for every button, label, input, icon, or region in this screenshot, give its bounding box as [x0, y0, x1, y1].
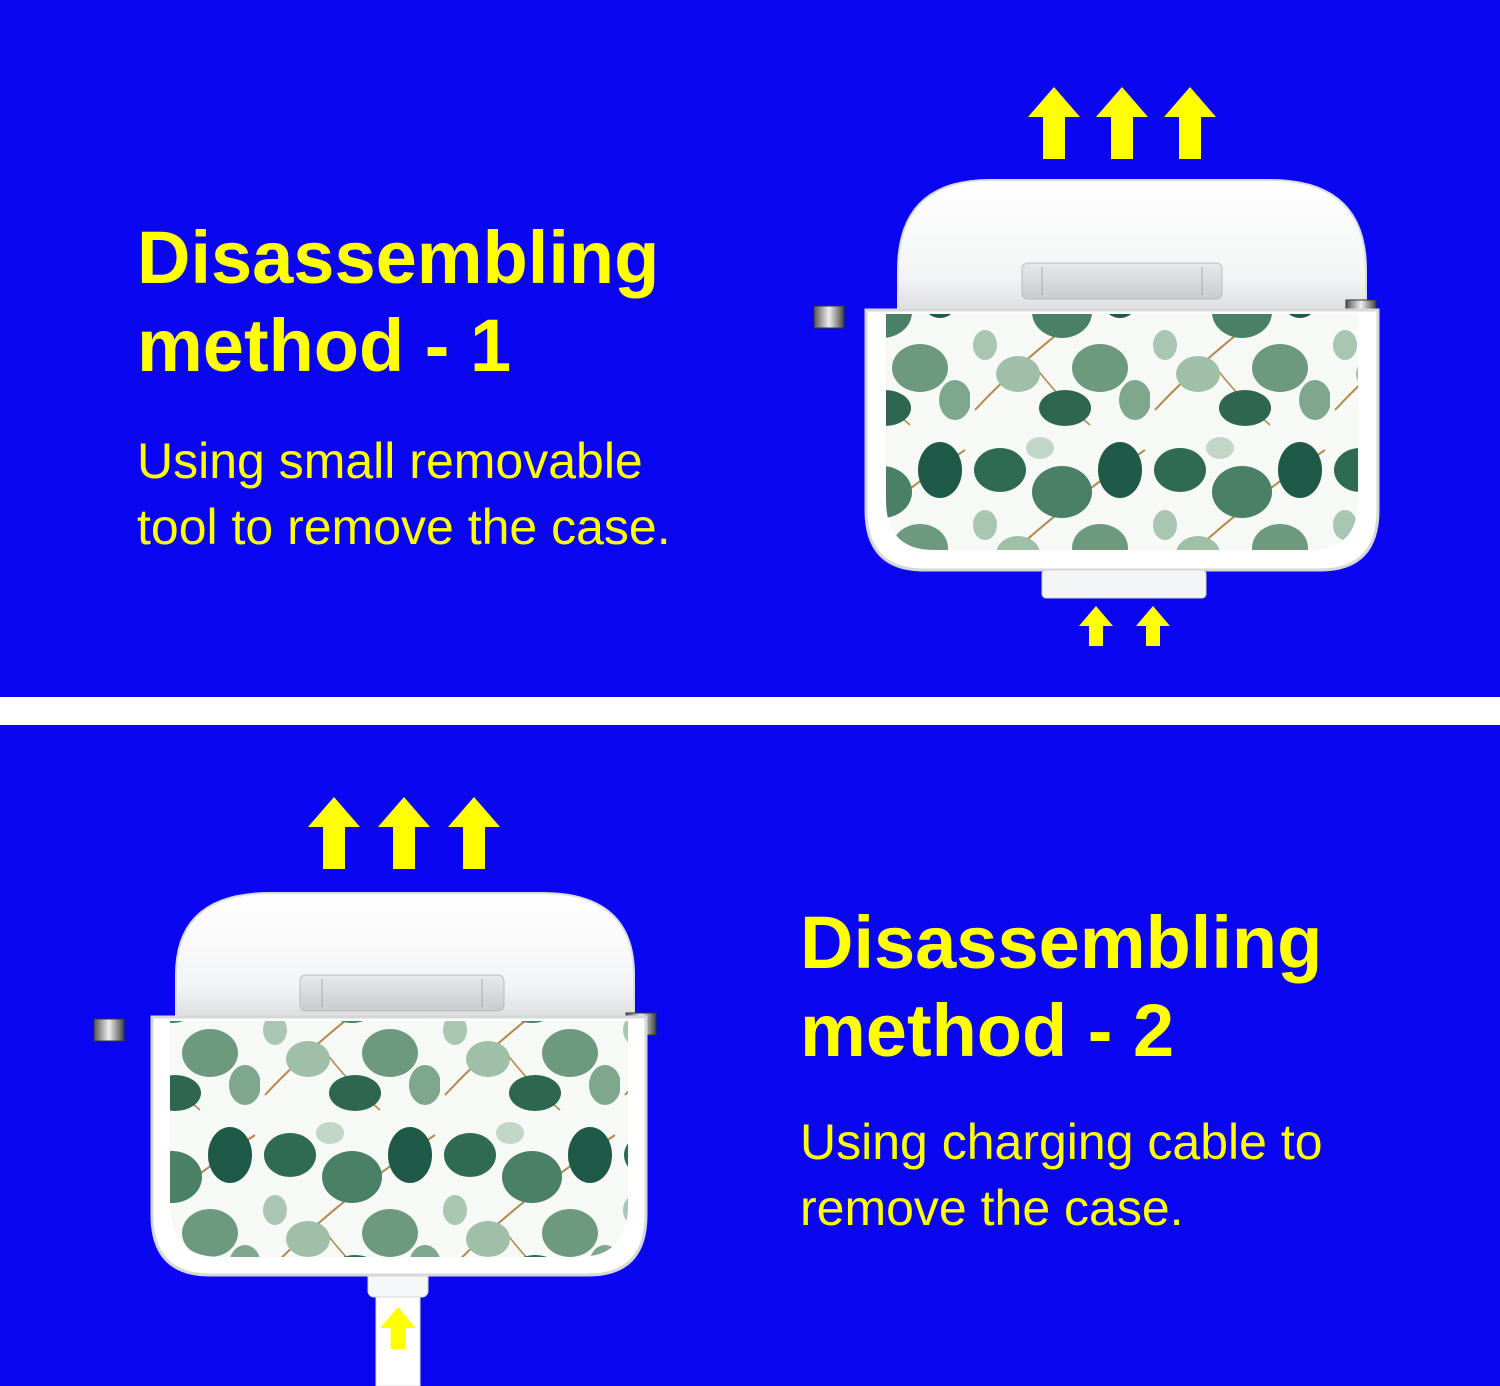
method-1-panel: Disassembling method - 1 Using small rem…: [0, 0, 1500, 697]
panel-divider: [0, 697, 1500, 725]
case-lid: [175, 892, 635, 1018]
case-body: [150, 1015, 648, 1277]
method-1-description: Using small removable tool to remove the…: [137, 428, 671, 560]
method-2-title-line-1: Disassembling: [800, 901, 1323, 984]
method-2-desc-line-2: remove the case.: [800, 1180, 1184, 1236]
case-clip-left: [93, 1018, 125, 1042]
method-2-description: Using charging cable to remove the case.: [800, 1109, 1323, 1241]
arrow-up-icon: [308, 797, 360, 869]
case-body: [864, 308, 1380, 572]
arrow-up-icon: [1164, 87, 1216, 159]
method-1-title-line-2: method - 1: [137, 304, 512, 387]
earbuds-case-with-cable-illustration: [80, 755, 700, 1386]
method-2-title-line-2: method - 2: [800, 989, 1175, 1072]
method-2-panel: Disassembling method - 2 Using charging …: [0, 725, 1500, 1386]
method-1-desc-line-2: tool to remove the case.: [137, 499, 671, 555]
method-1-desc-line-1: Using small removable: [137, 433, 643, 489]
arrow-up-icon: [1136, 606, 1170, 646]
removal-tool: [1041, 569, 1207, 599]
arrow-up-icon: [1028, 87, 1080, 159]
case-lid: [897, 179, 1367, 311]
method-1-title: Disassembling method - 1: [137, 214, 659, 390]
method-2-title: Disassembling method - 2: [800, 899, 1322, 1075]
case-clip-left: [813, 305, 845, 329]
earbuds-case-with-tool-illustration: [790, 70, 1390, 670]
method-2-desc-line-1: Using charging cable to: [800, 1114, 1323, 1170]
method-1-title-line-1: Disassembling: [137, 216, 660, 299]
arrow-up-icon: [448, 797, 500, 869]
arrow-up-icon: [1079, 606, 1113, 646]
arrow-up-icon: [378, 797, 430, 869]
arrow-up-icon: [1096, 87, 1148, 159]
